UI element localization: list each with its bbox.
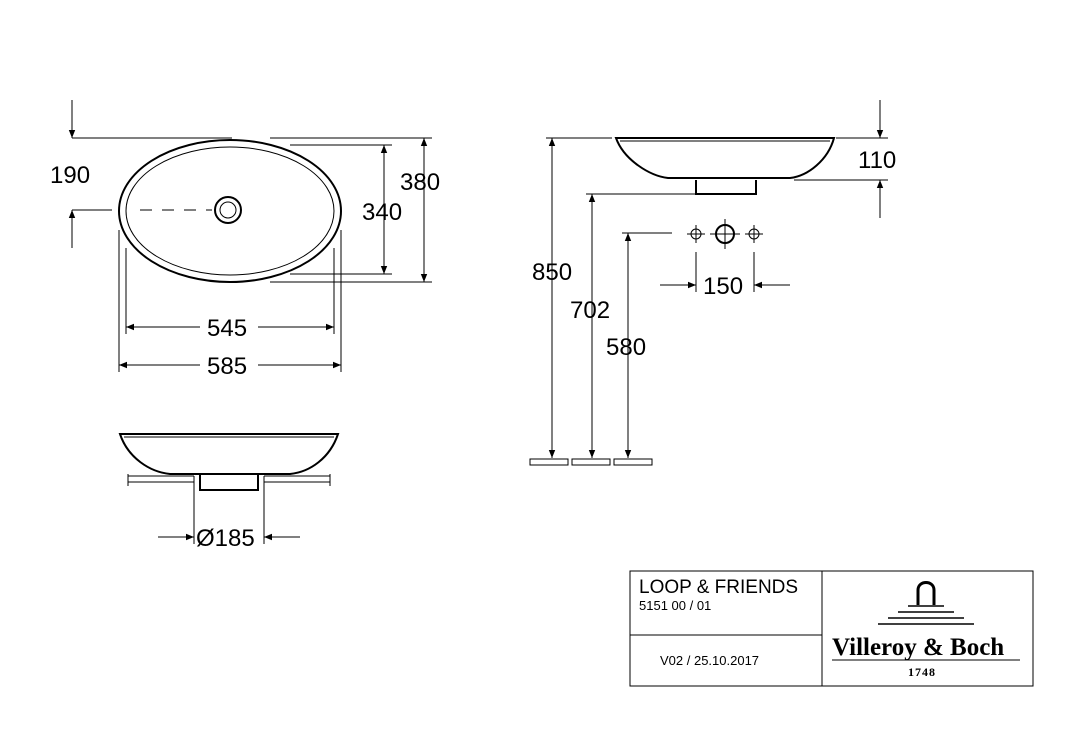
brand-year: 1748 (908, 665, 936, 679)
product-name: LOOP & FRIENDS (639, 577, 798, 598)
basin-outer-rim (118, 139, 342, 283)
drain-inner (219, 201, 237, 219)
side-basin-profile (614, 137, 836, 179)
valve-center-icon (710, 219, 740, 249)
dim-110: 110 (858, 147, 896, 174)
drain-outer (214, 196, 242, 224)
basin-inner-rim (125, 146, 335, 276)
side-view: 110 850 702 580 (529, 100, 896, 466)
dim-190: 190 (50, 162, 90, 189)
front-view: Ø185 (118, 433, 340, 552)
brand-name: Villeroy & Boch (832, 634, 1004, 661)
villeroy-boch-logo-icon (878, 581, 974, 625)
dim-580: 580 (606, 334, 646, 361)
dim-545: 545 (207, 315, 247, 342)
dim-340: 340 (362, 199, 402, 226)
version-date: V02 / 25.10.2017 (660, 653, 759, 668)
dim-585: 585 (207, 353, 247, 380)
dim-850: 850 (532, 259, 572, 286)
dim-380: 380 (400, 169, 440, 196)
dim-702: 702 (570, 297, 610, 324)
article-number: 5151 00 / 01 (639, 598, 711, 613)
valve-right-icon (745, 225, 763, 243)
title-block: LOOP & FRIENDS 5151 00 / 01 V02 / 25.10.… (629, 570, 1034, 687)
dim-185: Ø185 (196, 525, 255, 552)
valve-left-icon (687, 225, 705, 243)
dim-150: 150 (703, 273, 743, 300)
top-view: 190 380 340 545 585 (50, 100, 440, 380)
basin-profile (118, 433, 340, 475)
